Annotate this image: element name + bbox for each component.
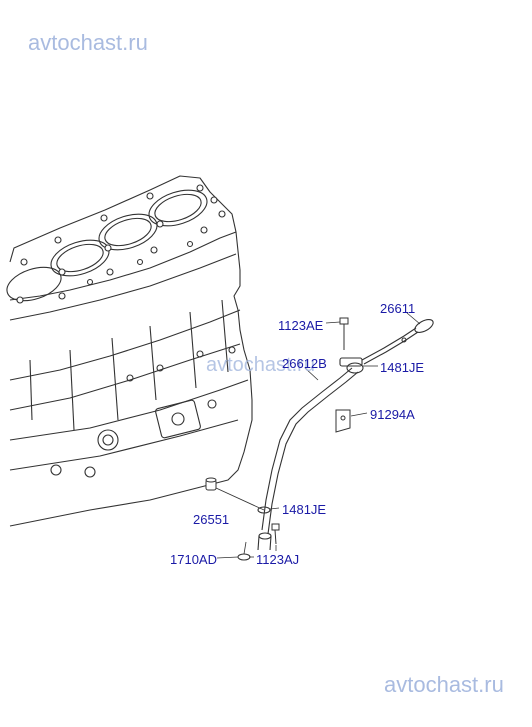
bolt-1123AE [339, 317, 349, 350]
bolt-1123AJ [271, 523, 280, 545]
part-label-26551[interactable]: 26551 [193, 512, 230, 527]
leader-lines [215, 312, 421, 559]
part-label-26612B[interactable]: 26612B [282, 356, 327, 371]
bracket-91294A [335, 409, 351, 433]
engine-block [6, 175, 253, 527]
part-label-1123AE[interactable]: 1123AE [278, 318, 324, 333]
part-label-1710AD[interactable]: 1710AD [170, 552, 217, 567]
part-label-1481JE-top[interactable]: 1481JE [380, 360, 425, 375]
watermark-top: avtochast.ru [28, 30, 148, 55]
seal-26551 [205, 477, 217, 491]
oil-level-gauge [361, 319, 434, 365]
part-label-91294A[interactable]: 91294A [370, 407, 415, 422]
dipstick-tube [257, 357, 364, 551]
part-label-1123AJ[interactable]: 1123AJ [256, 552, 300, 567]
watermark-middle: avtochast.ru [206, 354, 315, 376]
watermark-bottom: avtochast.ru [384, 672, 504, 697]
part-label-26611[interactable]: 26611 [380, 301, 416, 316]
part-label-1481JE-bottom[interactable]: 1481JE [282, 502, 327, 517]
oring-1710AD [237, 553, 251, 561]
